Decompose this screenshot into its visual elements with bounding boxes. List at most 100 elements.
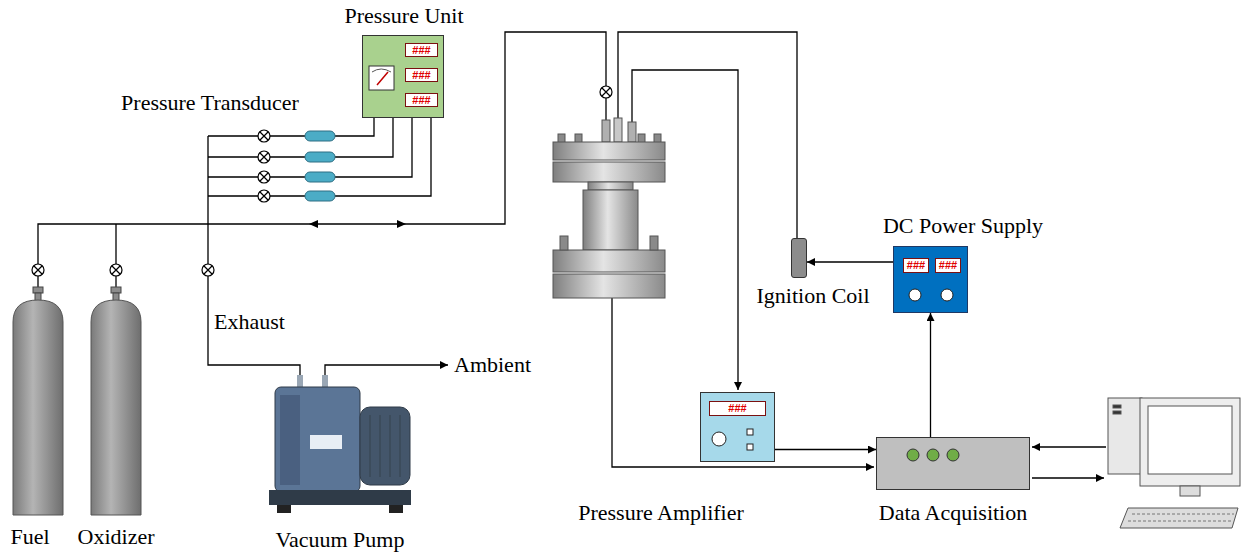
signal-wire <box>632 70 738 390</box>
signal-connector <box>807 261 893 262</box>
combustion-chamber <box>602 120 610 142</box>
combustion-chamber <box>553 142 665 160</box>
shape-part <box>377 72 388 85</box>
display-readout: ### <box>903 258 929 273</box>
node-label: Oxidizer <box>78 525 155 549</box>
shape-part <box>277 505 291 513</box>
gas-line <box>325 365 448 382</box>
pressure-amplifier: Pressure Amplifier### <box>700 392 775 462</box>
shape-part <box>389 505 403 513</box>
gas-line <box>208 136 300 382</box>
valve-symbol <box>260 173 268 181</box>
cylinder-valve <box>33 287 121 301</box>
annotation-label: Ambient <box>454 353 531 377</box>
display-readout: ### <box>709 401 766 416</box>
valve-symbol <box>204 266 212 274</box>
shape-part <box>927 449 939 461</box>
shape-part <box>747 444 753 450</box>
signal-wire <box>1032 477 1104 478</box>
combustion-chamber <box>628 122 636 142</box>
data-acquisition: Data Acquisition <box>876 437 1030 490</box>
computer-icon <box>1180 486 1200 496</box>
oxidizer-cylinder: Oxidizer <box>91 300 141 515</box>
display-readout: ### <box>405 93 438 107</box>
gas-line <box>208 118 412 177</box>
signal-connector <box>775 449 876 450</box>
shape-part <box>269 490 411 505</box>
ignition-coil: Ignition Coil <box>791 238 807 278</box>
computer-icon <box>1113 411 1121 414</box>
cylinder-valve <box>33 287 43 293</box>
computer-icon <box>1120 508 1238 528</box>
node-label: Data Acquisition <box>879 501 1027 525</box>
signal-connector <box>930 313 931 437</box>
valve-symbol <box>32 86 612 276</box>
transducer-symbol <box>305 131 335 141</box>
valve-symbol <box>110 264 122 276</box>
valve-symbol <box>34 266 42 274</box>
valve-symbol <box>258 190 270 202</box>
vacuum-pump: Vacuum Pump <box>265 375 415 515</box>
valve-symbol <box>258 151 270 163</box>
flow-arrow <box>309 220 318 228</box>
shape-part <box>91 300 141 515</box>
shape-part <box>909 289 921 301</box>
combustion-chamber <box>583 190 638 250</box>
computer-icon <box>1113 405 1121 408</box>
shape-part <box>370 415 400 477</box>
valve-symbol <box>258 130 270 142</box>
transducer-symbol <box>305 131 335 201</box>
shape-part <box>275 387 360 492</box>
computer-icon <box>1108 398 1240 528</box>
shape-part <box>712 432 726 446</box>
display-readout: ### <box>405 43 438 57</box>
valve-symbol <box>260 132 268 140</box>
valve-symbol <box>260 192 268 200</box>
combustion-chamber <box>553 162 665 182</box>
node-shape <box>877 438 1031 491</box>
node-label: DC Power Supply <box>883 214 1043 238</box>
combustion-chamber <box>553 274 665 298</box>
valve-symbol <box>600 86 612 98</box>
node-label: Vacuum Pump <box>276 528 405 552</box>
combustion-chamber <box>650 236 658 250</box>
valve-symbol <box>600 86 612 98</box>
valve-symbol <box>260 153 268 161</box>
gas-line <box>38 32 606 296</box>
node-shape <box>13 300 63 515</box>
display-readout: ### <box>935 258 961 273</box>
gas-line <box>208 118 374 136</box>
valve-symbol <box>110 264 122 276</box>
shape-part <box>747 429 753 435</box>
valve-symbol <box>112 266 120 274</box>
node-label: Pressure Unit <box>344 4 463 28</box>
valve-symbol <box>258 171 270 183</box>
signal-wire <box>618 32 797 238</box>
combustion-chamber <box>588 182 633 190</box>
shape-part <box>310 435 342 449</box>
shape-part <box>941 289 953 301</box>
valve-symbol <box>258 190 270 202</box>
fuel-cylinder: Fuel <box>13 300 63 515</box>
shape-part <box>13 300 63 515</box>
flow-arrow <box>309 220 406 228</box>
node-label: Ignition Coil <box>756 284 869 308</box>
valve-symbol <box>258 130 270 142</box>
combustion-chamber <box>553 118 665 298</box>
annotation-label: Exhaust <box>214 310 285 334</box>
valve-symbol <box>202 264 214 276</box>
node-shape <box>91 300 141 515</box>
signal-wire <box>612 32 1106 478</box>
computer-icon <box>1108 398 1142 474</box>
valve-symbol <box>258 171 270 183</box>
cylinder-valve <box>111 287 121 293</box>
valve-symbol <box>258 151 270 163</box>
shape-part <box>369 66 394 90</box>
valve-symbol <box>32 264 44 276</box>
display-readout: ### <box>405 68 438 82</box>
shape-part <box>280 395 300 485</box>
valve-symbol <box>32 264 44 276</box>
transducer-symbol <box>305 152 335 162</box>
